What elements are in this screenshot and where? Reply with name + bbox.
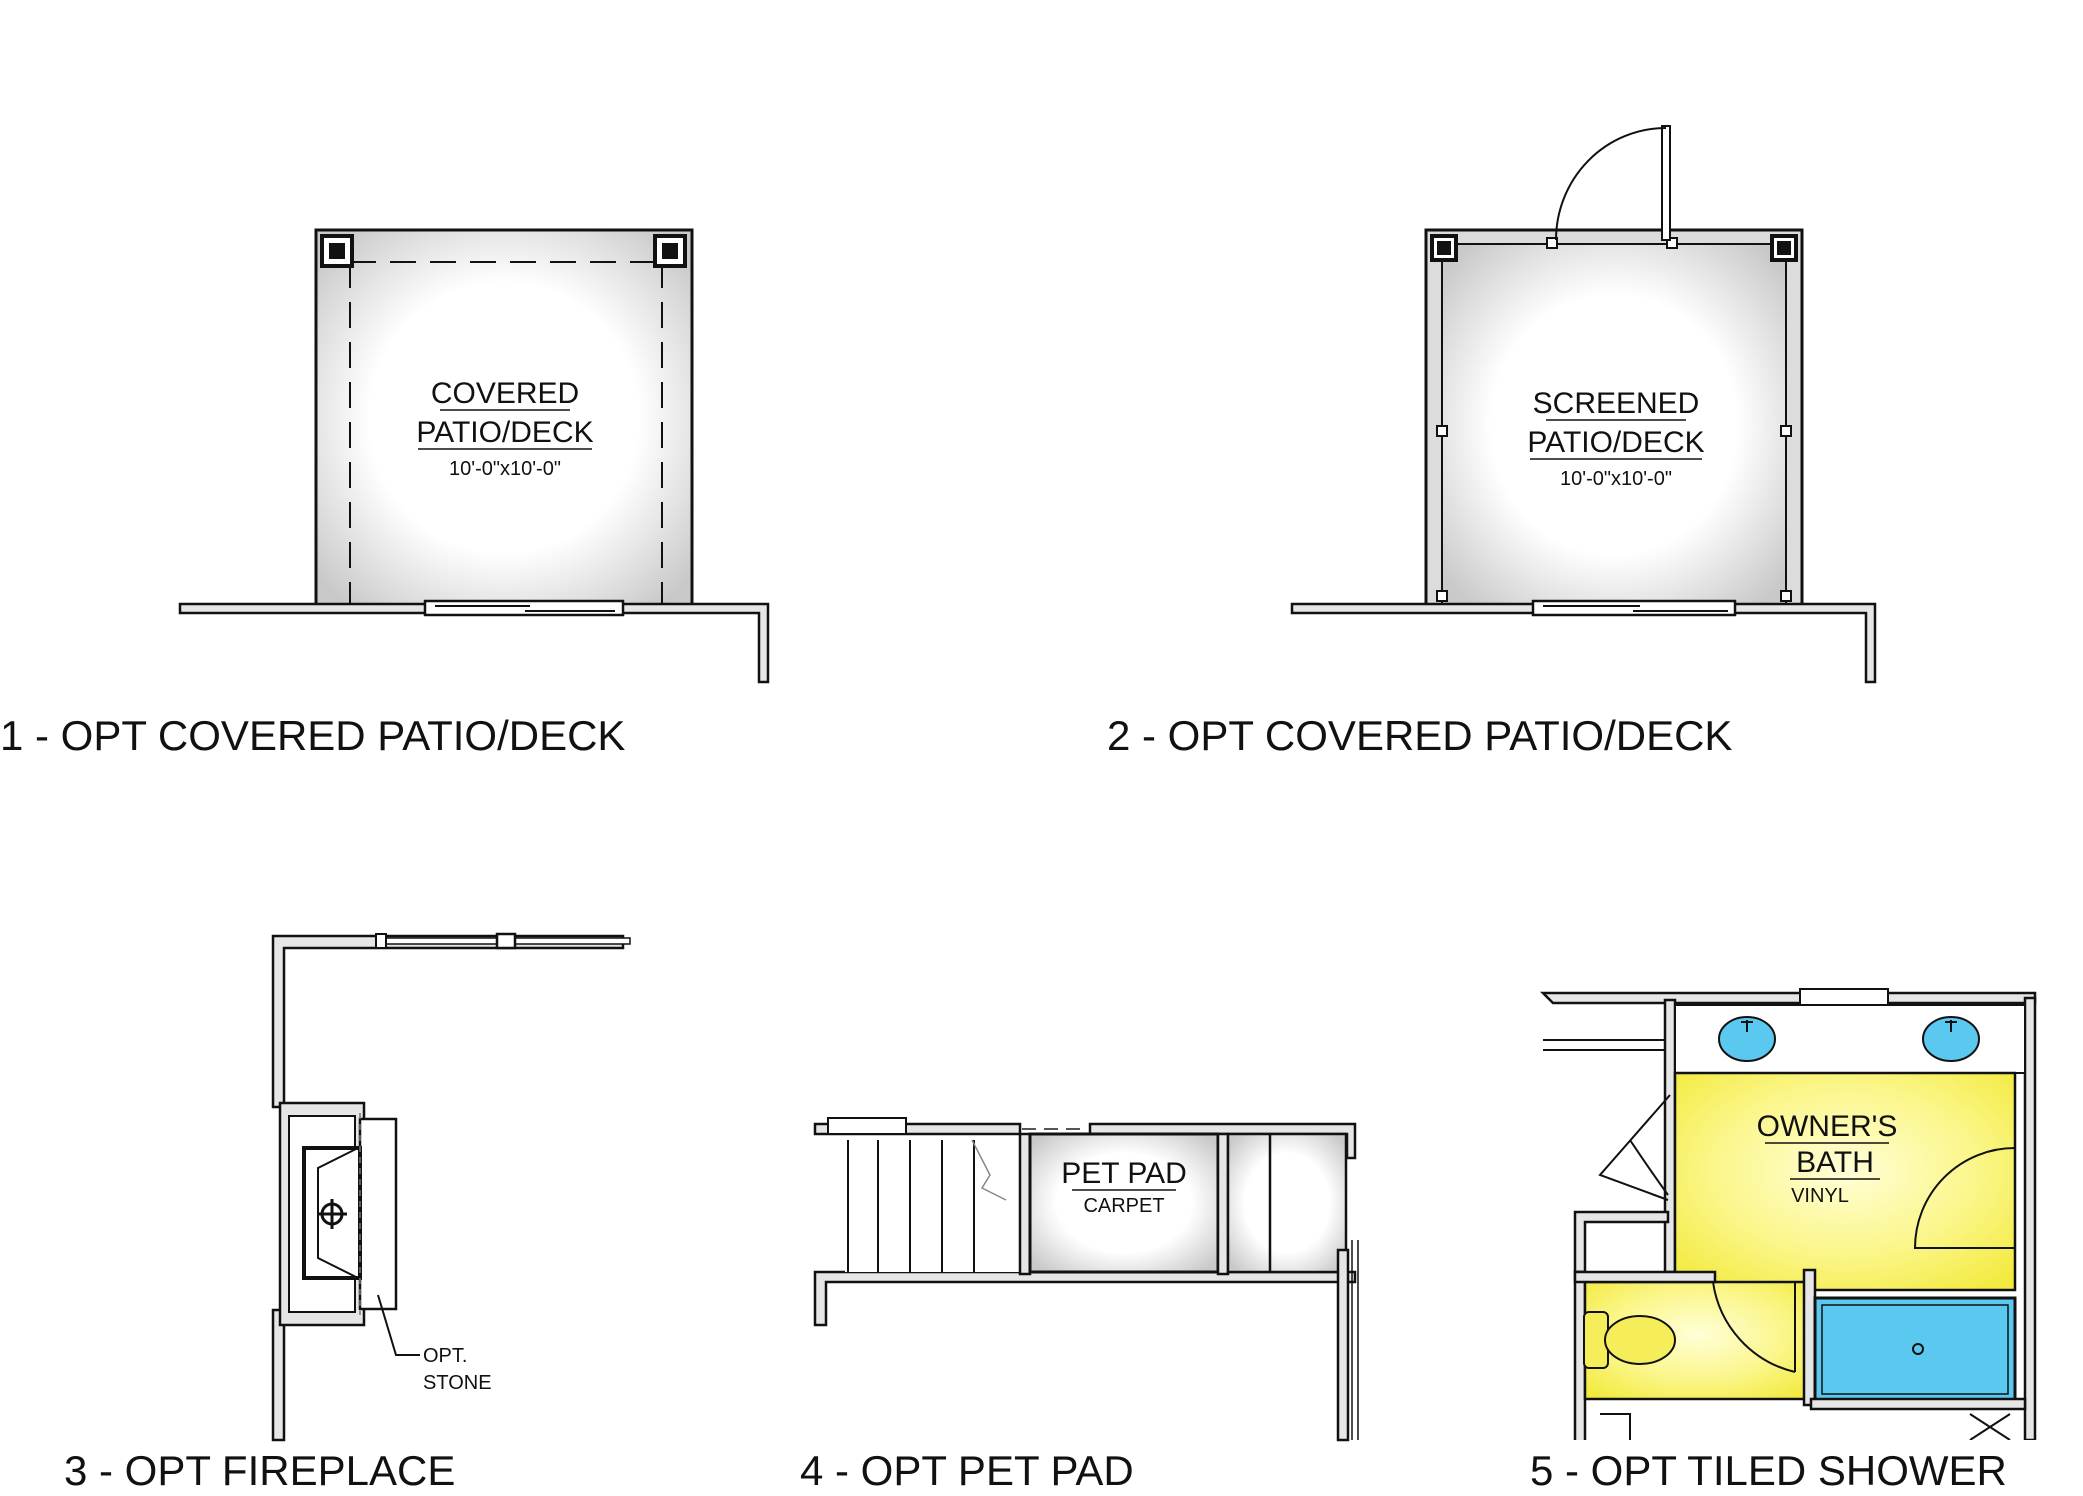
post-icon	[320, 234, 354, 268]
door-swing-icon	[1598, 1094, 1671, 1201]
sink-icon	[1718, 1016, 1776, 1062]
floor-material: VINYL	[1791, 1185, 1849, 1207]
note-line2: STONE	[423, 1372, 492, 1394]
option-2-screened-patio-plan: SCREENED PATIO/DECK 10'-0"x10'-0"	[1290, 125, 1877, 684]
room-dimensions: 10'-0"x10'-0"	[1560, 468, 1672, 490]
sink-icon	[1922, 1016, 1980, 1062]
option-caption-2: 2 - OPT COVERED PATIO/DECK	[1107, 712, 1732, 759]
room-label-line1: OWNER'S	[1757, 1110, 1898, 1143]
exterior-wall	[1290, 602, 1877, 684]
option-caption-5: 5 - OPT TILED SHOWER	[1530, 1447, 2007, 1494]
room-label-line1: COVERED	[431, 377, 579, 410]
option-3-fireplace-plan: OPT. STONE	[271, 932, 631, 1442]
hearth	[358, 1117, 398, 1311]
post-icon	[1770, 234, 1798, 262]
option-1-covered-patio-plan: COVERED PATIO/DECK 10'-0"x10'-0"	[178, 228, 770, 684]
door-swing-icon	[1712, 1281, 1796, 1373]
note-line1: OPT.	[423, 1345, 467, 1367]
floor-material: CARPET	[1083, 1195, 1164, 1217]
room-label-line1: SCREENED	[1533, 387, 1700, 420]
tiled-shower	[1813, 1296, 2017, 1403]
exterior-wall	[178, 602, 770, 684]
window	[1799, 988, 1889, 1006]
shower-drain-icon	[1912, 1343, 1924, 1355]
option-caption-4: 4 - OPT PET PAD	[800, 1447, 1134, 1494]
option-4-pet-pad-plan: PET PAD CARPET	[813, 1117, 1359, 1442]
option-5-tiled-shower-plan: OWNER'S BATH VINYL	[1539, 988, 2037, 1444]
room-label-line2: BATH	[1796, 1146, 1874, 1179]
leader-line	[377, 1294, 420, 1356]
exterior-wall	[813, 1270, 1357, 1327]
sliding-door	[1531, 599, 1737, 617]
exterior-wall	[271, 934, 625, 1109]
gas-valve-icon	[317, 1199, 347, 1229]
option-caption-1: 1 - OPT COVERED PATIO/DECK	[0, 712, 625, 759]
post-icon	[653, 234, 687, 268]
exterior-wall	[1539, 991, 2037, 1005]
room-label-line2: PATIO/DECK	[416, 416, 593, 449]
screen-door-swing-icon	[1555, 125, 1671, 241]
option-caption-3: 3 - OPT FIREPLACE	[64, 1447, 455, 1494]
room-dimensions: 10'-0"x10'-0"	[449, 458, 561, 480]
room-label: PET PAD	[1061, 1157, 1187, 1190]
door-swing-icon	[1913, 1147, 2016, 1249]
stairs	[845, 1136, 1021, 1272]
pet-pad-room	[1028, 1132, 1220, 1274]
sliding-door	[423, 599, 625, 617]
toilet-icon	[1583, 1311, 1676, 1369]
room-label-line2: PATIO/DECK	[1527, 426, 1704, 459]
owners-bath	[1673, 1071, 2017, 1292]
post-icon	[1430, 234, 1458, 262]
window	[827, 1117, 907, 1135]
